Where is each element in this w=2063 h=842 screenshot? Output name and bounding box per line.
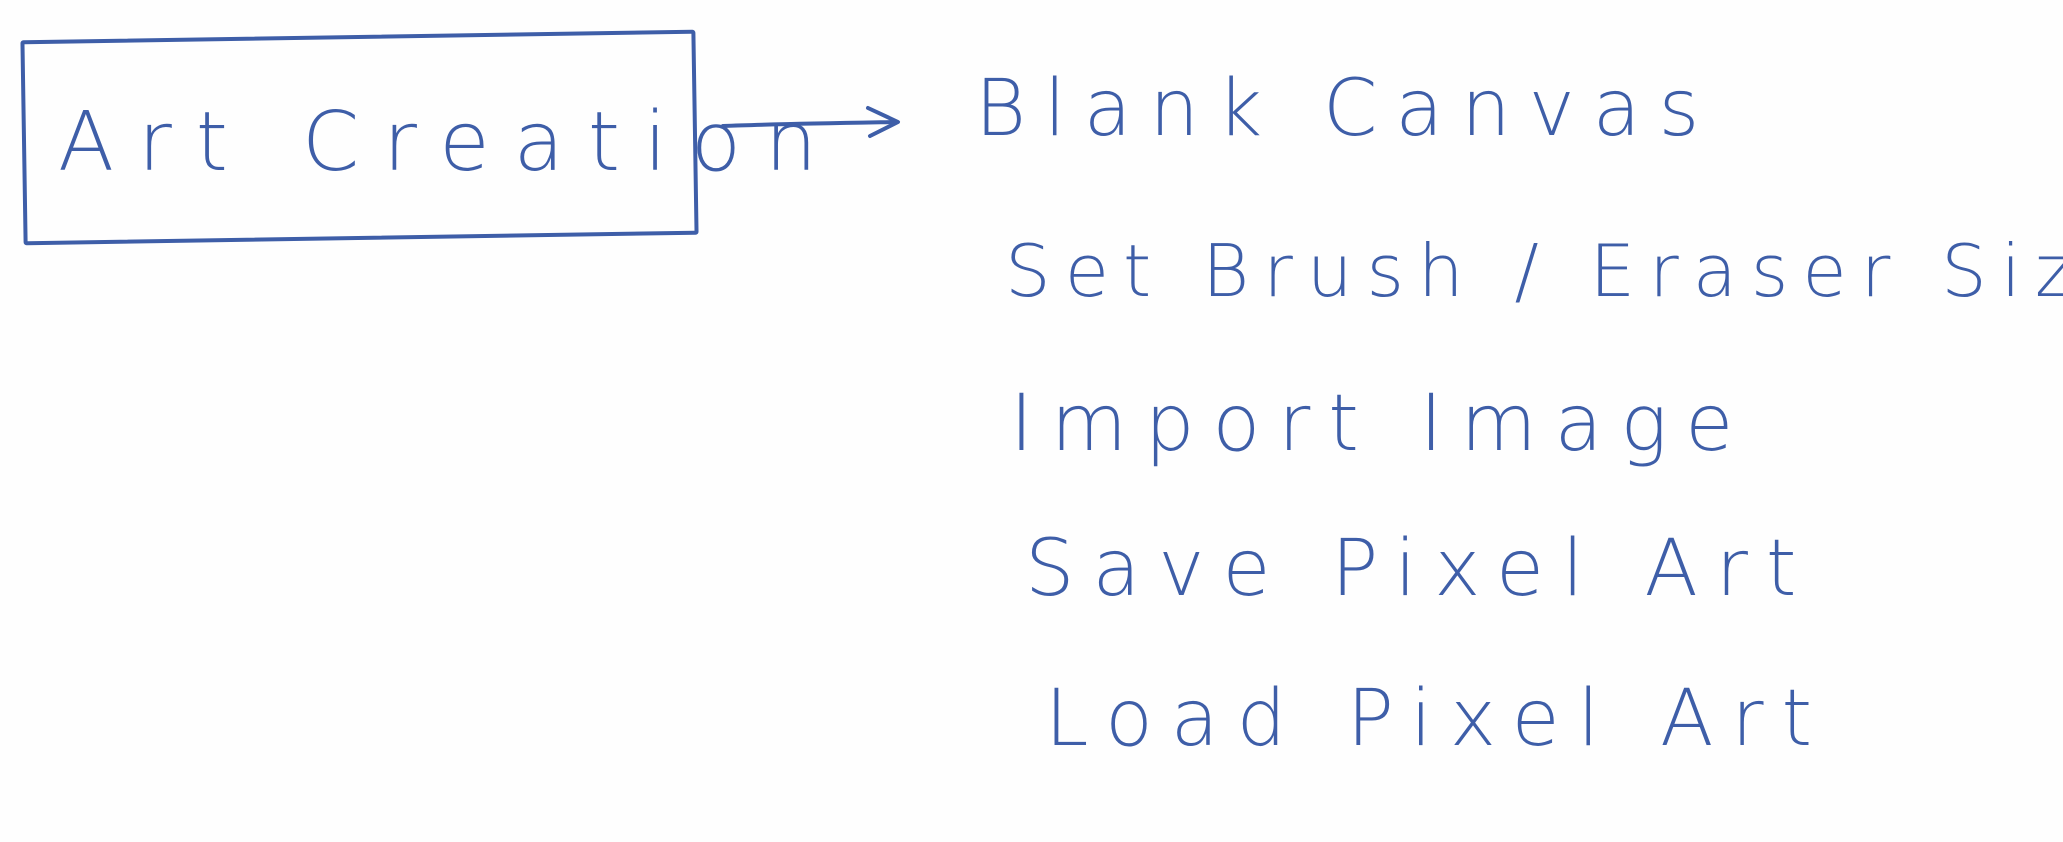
menu-item-set-brush-eraser-size: Set Brush / Eraser Size	[1005, 229, 2063, 313]
menu-item-load-pixel-art: Load Pixel Art	[1045, 674, 1831, 764]
menu-item-save-pixel-art: Save Pixel Art	[1025, 524, 1815, 614]
menu-item-blank-canvas: Blank Canvas	[975, 64, 1718, 154]
menu-item-import-image: Import Image	[1010, 379, 1752, 469]
arrow-right-icon	[721, 106, 900, 138]
art-creation-label: Art Creation	[58, 95, 841, 190]
